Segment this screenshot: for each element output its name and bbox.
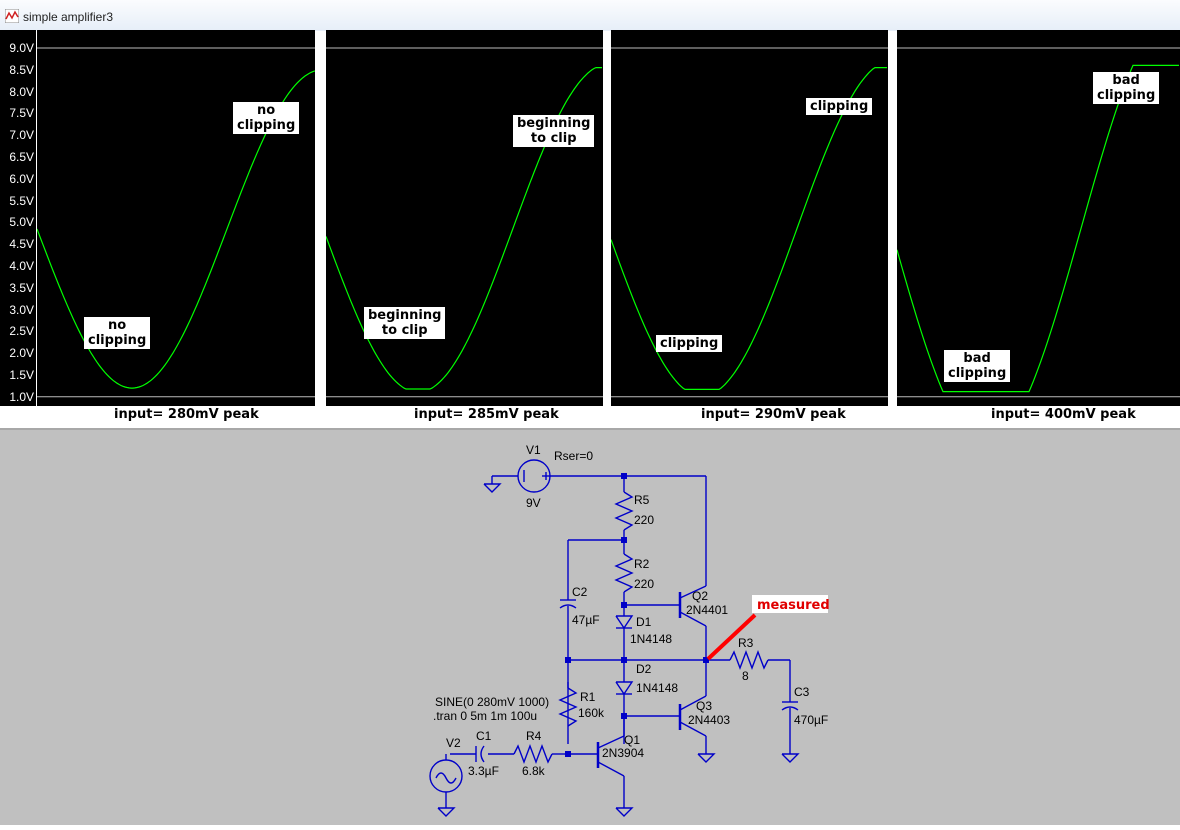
input-label-2: input= 285mV peak bbox=[410, 406, 563, 423]
d2-name: D2 bbox=[636, 662, 652, 676]
v2-source-symbol bbox=[429, 759, 463, 793]
c3-value: 470µF bbox=[794, 713, 828, 727]
r5-resistor bbox=[614, 491, 634, 531]
window-title-bar: simple amplifier3 bbox=[0, 0, 1180, 31]
r5-value: 220 bbox=[634, 513, 654, 527]
r3-name: R3 bbox=[738, 636, 754, 650]
v2-name: V2 bbox=[446, 736, 461, 750]
v1-rser: Rser=0 bbox=[554, 449, 593, 463]
y-tick-label: 6.5V bbox=[9, 150, 34, 164]
r4-name: R4 bbox=[526, 729, 542, 743]
annotation-bottom-3: clipping bbox=[656, 335, 723, 352]
y-axis: 9.0V 8.5V 8.0V 7.5V 7.0V 6.5V 6.0V 5.5V 5.0V 4.5V… bbox=[0, 30, 36, 406]
y-tick-label: 8.5V bbox=[9, 62, 34, 77]
q3-value: 2N4403 bbox=[688, 713, 730, 727]
y-tick-label: 4.5V bbox=[9, 237, 34, 252]
input-label-3: input= 290mV peak bbox=[697, 406, 850, 423]
waveform-panel-1[interactable] bbox=[37, 30, 315, 406]
d2-diode bbox=[615, 681, 634, 696]
y-tick-label: 1.5V bbox=[9, 368, 34, 382]
waveform-panel-3[interactable] bbox=[611, 30, 888, 406]
d1-value: 1N4148 bbox=[630, 632, 672, 646]
r3-value: 8 bbox=[742, 669, 749, 683]
waveform-viewer-icon bbox=[5, 9, 19, 23]
c2-value: 47µF bbox=[572, 613, 600, 627]
schematic-canvas[interactable]: measured V1 Rser=0 9V R5 220 R2 220 C2 4… bbox=[0, 430, 1180, 825]
r4-value: 6.8k bbox=[522, 764, 546, 778]
tran-directive[interactable]: .tran 0 5m 1m 100u bbox=[433, 709, 537, 723]
waveform-trace[interactable] bbox=[897, 64, 1179, 393]
y-tick-label: 5.5V bbox=[9, 193, 34, 208]
v1-value: 9V bbox=[526, 496, 541, 510]
q2-value: 2N4401 bbox=[686, 603, 728, 617]
r4-resistor bbox=[513, 744, 553, 764]
q2-name: Q2 bbox=[692, 589, 708, 603]
c2-name: C2 bbox=[572, 585, 588, 599]
y-tick-label: 5.0V bbox=[9, 215, 34, 230]
measured-probe-marker bbox=[706, 613, 757, 661]
c3-capacitor bbox=[781, 706, 799, 711]
d1-diode bbox=[615, 615, 634, 630]
sine-directive[interactable]: SINE(0 280mV 1000) bbox=[435, 695, 549, 709]
y-tick-label: 6.0V bbox=[9, 171, 34, 186]
r3-resistor bbox=[729, 650, 769, 670]
y-tick-label: 7.5V bbox=[9, 106, 34, 121]
y-tick-label: 3.0V bbox=[9, 302, 34, 317]
q1-value: 2N3904 bbox=[602, 746, 644, 760]
annotation-top-3: clipping bbox=[806, 98, 873, 115]
y-tick-label: 9.0V bbox=[9, 41, 34, 55]
q3-name: Q3 bbox=[696, 699, 712, 713]
y-tick-label: 3.5V bbox=[9, 280, 34, 295]
c1-value: 3.3µF bbox=[468, 764, 499, 778]
measured-label-bg bbox=[752, 595, 828, 613]
y-tick-label: 2.5V bbox=[9, 324, 34, 339]
c2-capacitor bbox=[559, 604, 577, 609]
v1-name: V1 bbox=[526, 443, 541, 457]
y-tick-label: 8.0V bbox=[9, 84, 34, 99]
ground-symbol bbox=[483, 483, 502, 493]
r1-name: R1 bbox=[580, 690, 596, 704]
r1-value: 160k bbox=[578, 706, 605, 720]
r2-name: R2 bbox=[634, 557, 650, 571]
r5-name: R5 bbox=[634, 493, 650, 507]
r2-resistor bbox=[614, 553, 634, 593]
y-tick-label: 4.0V bbox=[9, 259, 34, 273]
c1-name: C1 bbox=[476, 729, 492, 743]
ground-symbol bbox=[697, 753, 716, 763]
schematic-editor[interactable]: measured V1 Rser=0 9V R5 220 R2 220 C2 4… bbox=[0, 428, 1180, 825]
ground-symbol bbox=[781, 753, 800, 763]
waveform-panel-2[interactable] bbox=[326, 30, 603, 406]
c3-name: C3 bbox=[794, 685, 810, 699]
measured-label: measured bbox=[757, 598, 830, 613]
window-title: simple amplifier3 bbox=[23, 10, 114, 24]
ground-symbol bbox=[615, 807, 634, 817]
q1-name: Q1 bbox=[624, 733, 640, 747]
r2-value: 220 bbox=[634, 577, 654, 591]
y-tick-label: 7.0V bbox=[9, 128, 34, 143]
d1-name: D1 bbox=[636, 615, 652, 629]
y-tick-label: 1.0V bbox=[9, 389, 34, 404]
ground-symbol bbox=[437, 807, 456, 817]
input-label-1: input= 280mV peak bbox=[110, 406, 263, 423]
input-label-4: input= 400mV peak bbox=[987, 406, 1140, 423]
waveform-trace[interactable] bbox=[611, 66, 887, 390]
y-tick-label: 2.0V bbox=[9, 346, 34, 361]
d2-value: 1N4148 bbox=[636, 681, 678, 695]
